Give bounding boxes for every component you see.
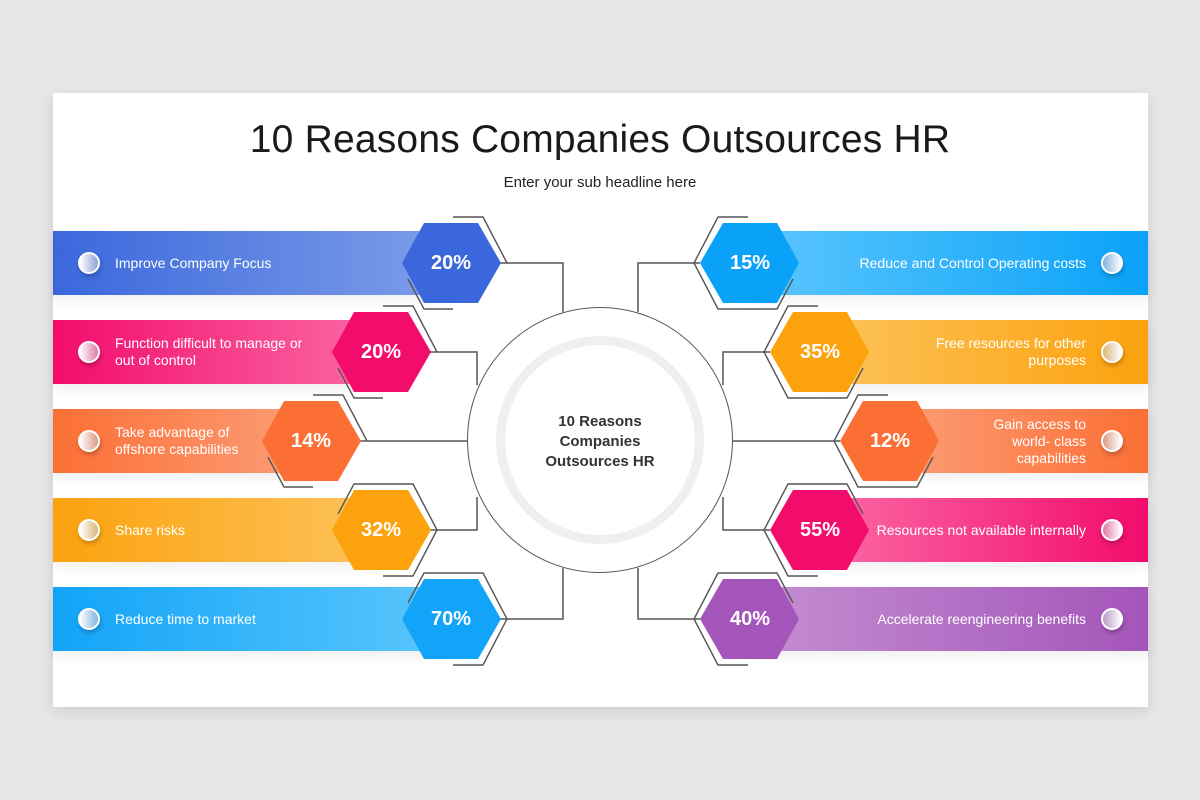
hexagon-right-1: 15% (693, 216, 800, 310)
reason-band-left-4: Share risks (53, 498, 383, 562)
bullet-icon (1101, 341, 1123, 363)
hexagon-right-4: 55% (763, 483, 870, 577)
hexagon-right-3: 12% (833, 394, 940, 488)
hexagon-icon (402, 216, 508, 310)
bullet-icon (1101, 519, 1123, 541)
percent-value: 32% (360, 519, 402, 541)
percent-value: 15% (729, 252, 771, 274)
center-ring (496, 336, 704, 544)
reason-band-left-2: Function difficult to manage or out of c… (53, 320, 383, 384)
bullet-icon (78, 341, 100, 363)
reason-band-right-2: Free resources for other purposes (818, 320, 1148, 384)
percent-value: 70% (430, 608, 472, 630)
reason-label: Resources not available internally (876, 521, 1086, 538)
bullet-icon (78, 430, 100, 452)
bullet-icon (1101, 430, 1123, 452)
hexagon-right-2: 35% (763, 305, 870, 399)
bullet-icon (1101, 252, 1123, 274)
hexagon-icon (402, 572, 508, 666)
reason-label: Free resources for other purposes (935, 335, 1086, 368)
center-label-line: 10 Reasons (558, 413, 642, 430)
hexagon-left-4: 32% (331, 483, 438, 577)
hexagon-left-3: 14% (261, 394, 368, 488)
reason-band-left-1: Improve Company Focus (53, 231, 453, 295)
percent-value: 35% (799, 341, 841, 363)
bullet-icon (78, 608, 100, 630)
hexagon-icon (763, 483, 869, 577)
percent-value: 20% (360, 341, 402, 363)
percent-value: 40% (729, 608, 771, 630)
center-label-line: Outsources HR (545, 453, 655, 470)
reason-label: Reduce time to market (115, 610, 256, 627)
center-label-line: Companies (559, 433, 641, 450)
hexagon-icon (693, 216, 799, 310)
hexagon-icon (833, 394, 939, 488)
reason-band-left-5: Reduce time to market (53, 587, 453, 651)
bullet-icon (78, 252, 100, 274)
hexagon-left-2: 20% (331, 305, 438, 399)
reason-label: Share risks (115, 521, 186, 538)
hexagon-icon (693, 572, 799, 666)
reason-label: Take advantage of offshore capabilities (115, 424, 239, 457)
percent-value: 55% (799, 519, 841, 541)
hexagon-left-5: 70% (401, 572, 508, 666)
reason-label: Reduce and Control Operating costs (859, 254, 1086, 271)
reason-band-right-4: Resources not available internally (818, 498, 1148, 562)
page-title: 10 Reasons Companies Outsources HR (249, 118, 951, 161)
reason-label: Improve Company Focus (115, 254, 272, 271)
reason-band-right-1: Reduce and Control Operating costs (748, 231, 1148, 295)
reason-label: Accelerate reengineering benefits (877, 610, 1086, 627)
bullet-icon (1101, 608, 1123, 630)
hexagon-icon (332, 483, 438, 577)
percent-value: 12% (869, 430, 911, 452)
hexagon-right-5: 40% (693, 572, 800, 666)
hexagon-icon (332, 305, 438, 399)
percent-value: 14% (290, 430, 332, 452)
hexagon-icon (763, 305, 869, 399)
percent-value: 20% (430, 252, 472, 274)
reason-label: Function difficult to manage or out of c… (115, 335, 303, 368)
reason-label: Gain access to world- class capabilities (993, 415, 1086, 466)
hexagon-left-1: 20% (401, 216, 508, 310)
center-label: 10 Reasons Companies Outsources HR (500, 412, 700, 472)
page-subtitle: Enter your sub headline here (503, 174, 697, 191)
bullet-icon (78, 519, 100, 541)
reason-band-right-5: Accelerate reengineering benefits (748, 587, 1148, 651)
hexagon-icon (262, 394, 368, 488)
